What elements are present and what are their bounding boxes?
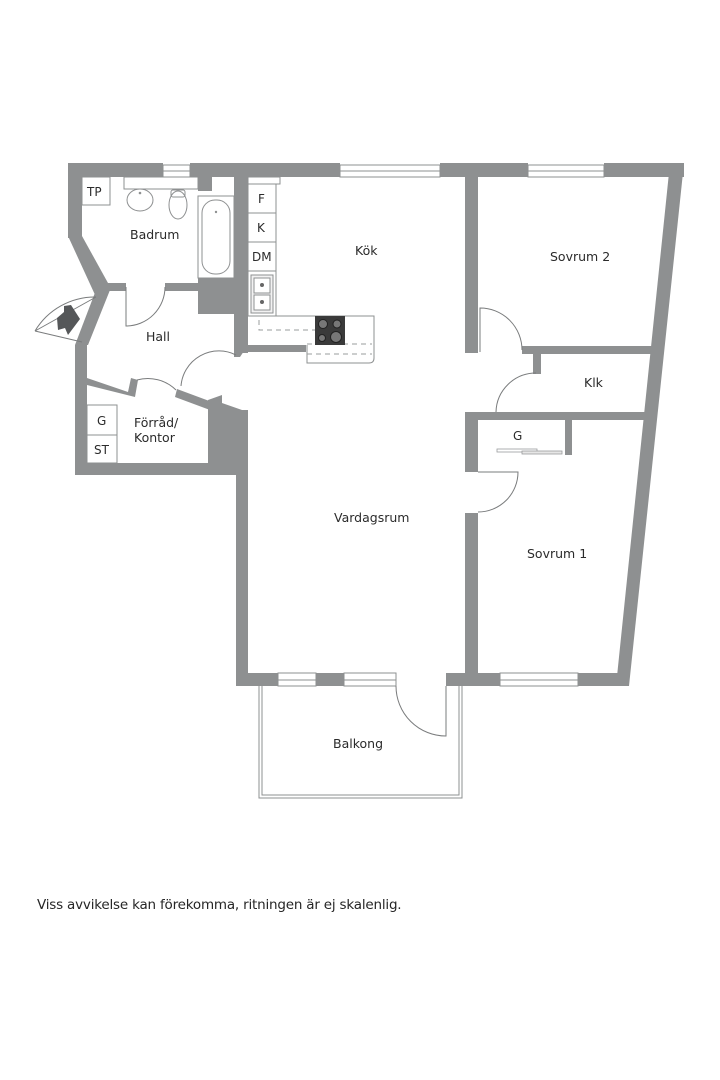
label-fridge: F [258,192,265,206]
kitchen-sink-icon [250,274,274,314]
label-storage: ST [94,443,110,457]
wall-bed2-bottom [522,346,656,354]
label-wardrobe-sovrum1: G [513,429,522,443]
wall-bath-bottom-right [165,283,202,291]
wall-bath-right [198,163,212,191]
door-balcony [395,685,447,737]
wardrobe-slide-2 [521,450,563,455]
wall-bath-kitchen-block [198,278,248,314]
counter-horizontal [248,315,375,364]
kitchen-fixtures [247,176,375,364]
wall-bed1-bottom-right [578,673,624,686]
entrance-arrow-icon [57,305,80,335]
door-bedroom1 [477,471,519,513]
label-tp: TP [86,185,102,199]
kitchen-top-strip [247,176,281,185]
label-balkong: Balkong [333,736,383,751]
label-vardagsrum: Vardagsrum [334,510,409,525]
label-wardrobe-forrad: G [97,414,106,428]
bathtub-icon [197,195,235,279]
wall-left-forrad [75,345,87,475]
wall-top-right [604,163,684,177]
forrad-fixtures [86,404,118,464]
wall-klk-bottom [465,412,645,420]
wardrobe-slide-1 [496,448,538,453]
door-klk [495,372,537,413]
wall-bed1-left-top [465,412,478,472]
wall-kitchen-bed2 [465,163,478,353]
wall-forrad-top-right [175,389,212,410]
windows [162,164,605,687]
door-bathroom [125,286,166,327]
label-klk: Klk [584,375,604,390]
doors [34,286,563,737]
balcony-outline [258,686,463,799]
disclaimer-text: Viss avvikelse kan förekomma, ritningen … [37,897,402,913]
labels: TP Badrum F K DM Kök Sovrum 2 Hall Klk G… [86,185,610,751]
wall-bed1-left-bottom [465,513,478,686]
label-sovrum1: Sovrum 1 [527,546,587,561]
wall-klk-left [533,346,541,374]
door-living [180,350,237,387]
wall-top-left [68,163,163,177]
toilet-icon [168,190,188,220]
wall-forrad-bottom [75,463,247,475]
wall-left-diag [68,236,108,297]
wall-bath-bottom-left [96,283,126,291]
wall-living-bottom-mid [316,673,344,686]
wall-forrad-top [87,378,138,397]
wall-top-kitchen [440,163,528,177]
walls [68,163,684,686]
label-forrad-1: Förråd/ [134,415,179,430]
bath-counter [123,176,199,190]
label-badrum: Badrum [130,227,179,242]
tp-cabinet [81,176,111,206]
door-bedroom2 [479,307,523,352]
bathroom-fixtures [81,176,235,279]
wall-left-bath [68,163,82,238]
wall-living-bottom-left [236,673,278,686]
door-forrad [136,378,177,391]
label-sovrum2: Sovrum 2 [550,249,610,264]
label-hall: Hall [146,329,170,344]
sink-icon [126,188,154,212]
wall-entry-left [75,290,110,345]
wall-top-bath [190,163,340,177]
label-freezer: K [257,221,266,235]
wall-living-left [208,395,248,686]
label-kok: Kök [355,243,378,258]
storage-cabinet [86,434,118,464]
label-dishwasher: DM [252,250,272,264]
wall-right-slanted [616,163,684,686]
label-forrad-2: Kontor [134,430,176,445]
wall-wardrobe-right [565,418,572,455]
stove-icon [315,316,345,345]
wall-kitchen-bottom [240,345,306,352]
